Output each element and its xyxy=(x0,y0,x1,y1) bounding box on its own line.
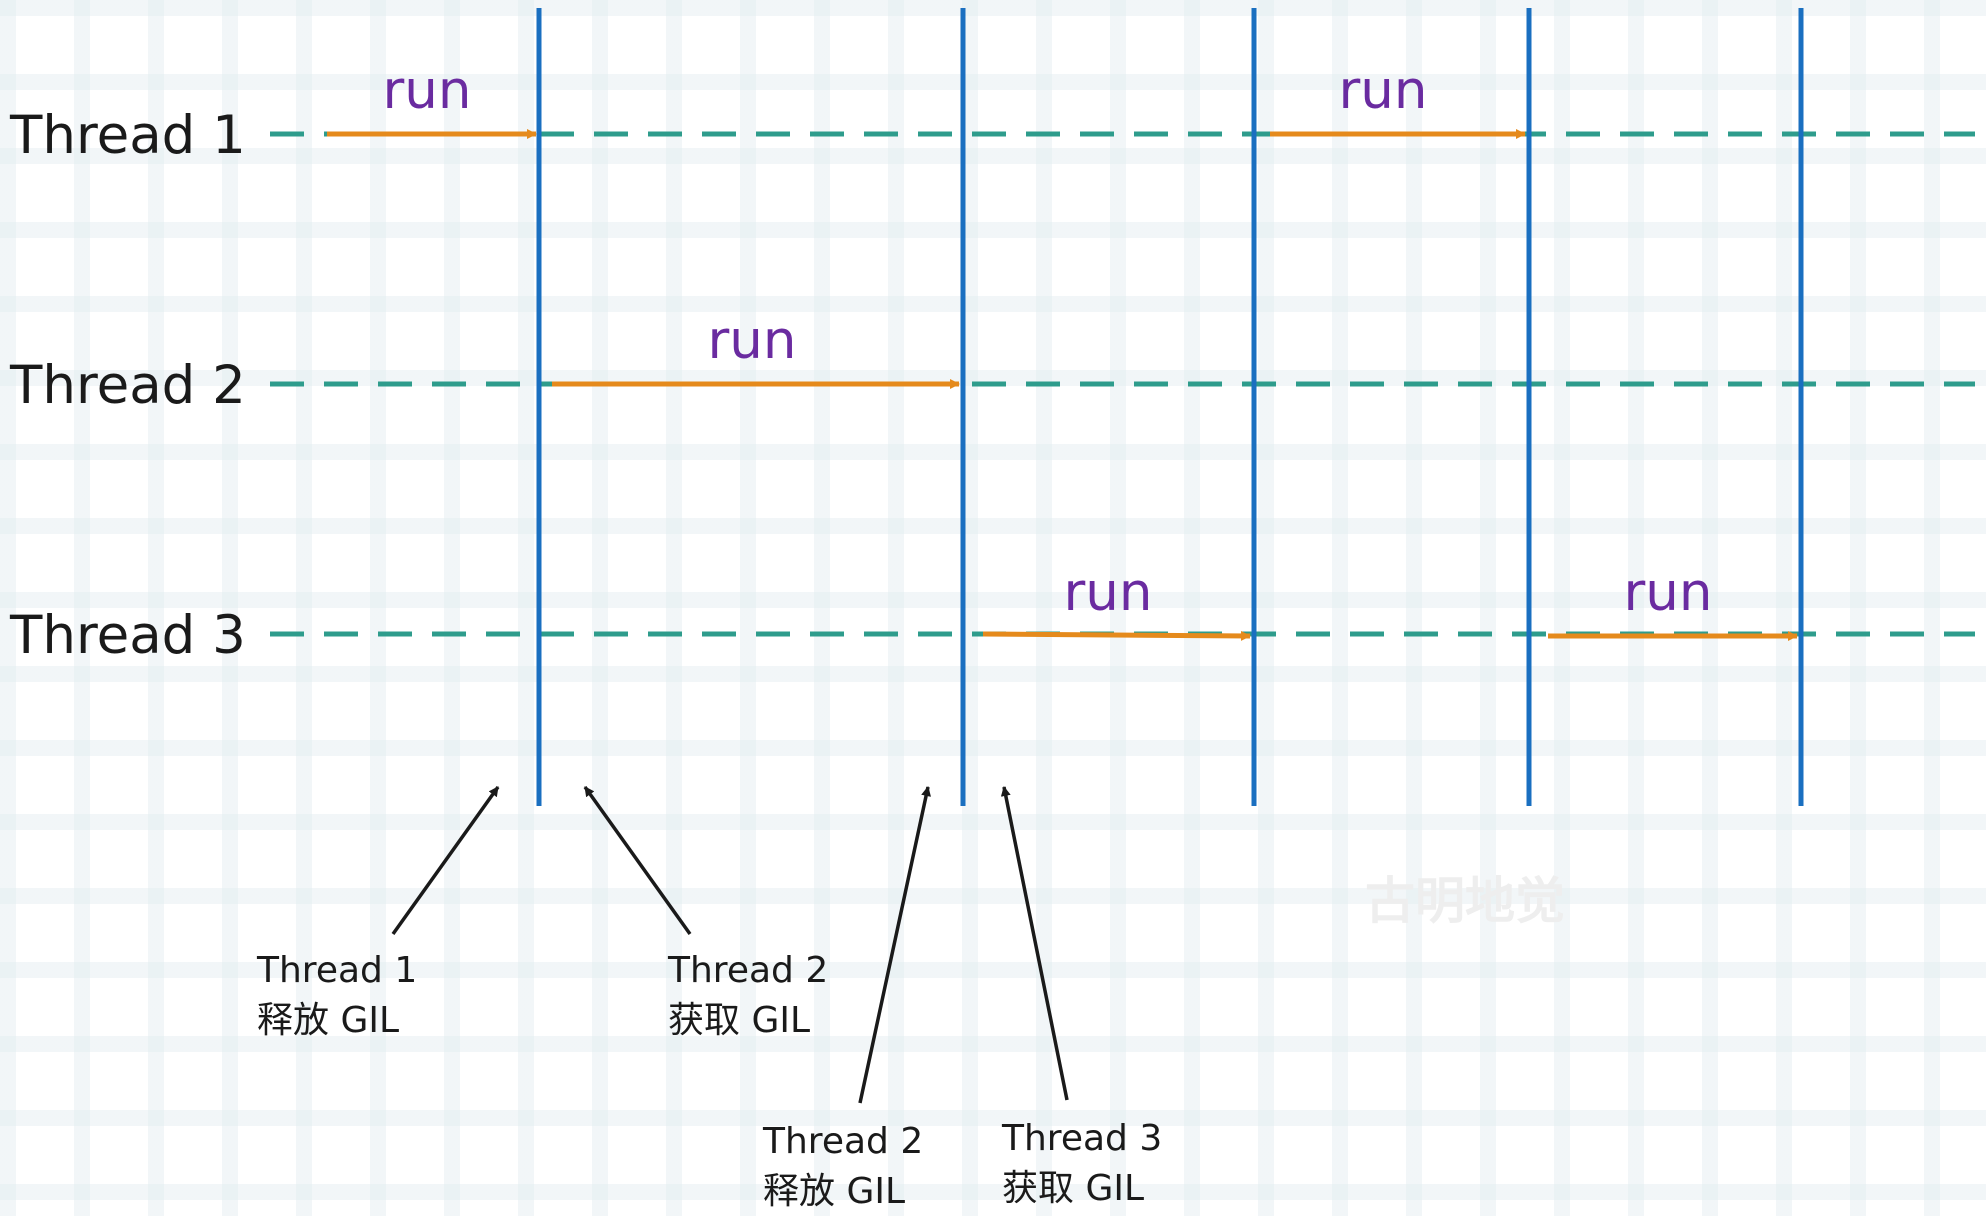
run-segments: run run run run run xyxy=(327,60,1798,641)
annotation-arrow xyxy=(1000,786,1069,1101)
annotation-arrows xyxy=(391,785,1069,1104)
annotation-line-1: Thread 3 xyxy=(1001,1118,1162,1159)
annotation-arrow xyxy=(858,786,931,1104)
thread-2-label: Thread 2 xyxy=(9,355,246,416)
thread-labels: Thread 1 Thread 2 Thread 3 xyxy=(9,105,246,666)
thread-1-label: Thread 1 xyxy=(9,105,246,166)
run-segment: run xyxy=(982,562,1251,641)
annotation-line-1: Thread 2 xyxy=(667,950,828,991)
annotation-line-2: 释放 GIL xyxy=(257,1000,399,1041)
annotation-line-2: 释放 GIL xyxy=(763,1171,905,1212)
annotation-thread-1-release: Thread 1 释放 GIL xyxy=(256,950,417,1041)
annotation-thread-2-release: Thread 2 释放 GIL xyxy=(762,1121,923,1212)
annotation-arrow xyxy=(391,785,500,936)
run-arrow xyxy=(982,630,1251,641)
run-label: run xyxy=(383,60,472,121)
run-label: run xyxy=(1064,562,1153,623)
run-label: run xyxy=(1624,562,1713,623)
run-label: run xyxy=(1339,60,1428,121)
annotation-thread-3-acquire: Thread 3 获取 GIL xyxy=(1001,1118,1162,1209)
run-segment: run xyxy=(1548,562,1798,641)
run-segment: run xyxy=(1270,60,1526,139)
run-segment: run xyxy=(552,310,960,389)
annotation-line-1: Thread 2 xyxy=(762,1121,923,1162)
thread-3-label: Thread 3 xyxy=(9,605,246,666)
gil-switch-boundaries xyxy=(536,8,1804,806)
annotation-arrow xyxy=(583,785,692,936)
annotation-line-2: 获取 GIL xyxy=(668,1000,810,1041)
run-segment: run xyxy=(327,60,537,139)
annotation-line-1: Thread 1 xyxy=(256,950,417,991)
watermark: 古明地觉 xyxy=(1365,872,1565,930)
annotation-labels: Thread 1 释放 GIL Thread 2 获取 GIL Thread 2… xyxy=(256,950,1162,1212)
thread-timelines xyxy=(270,131,1975,637)
run-label: run xyxy=(708,310,797,371)
annotation-line-2: 获取 GIL xyxy=(1002,1168,1144,1209)
annotation-thread-2-acquire: Thread 2 获取 GIL xyxy=(667,950,828,1041)
